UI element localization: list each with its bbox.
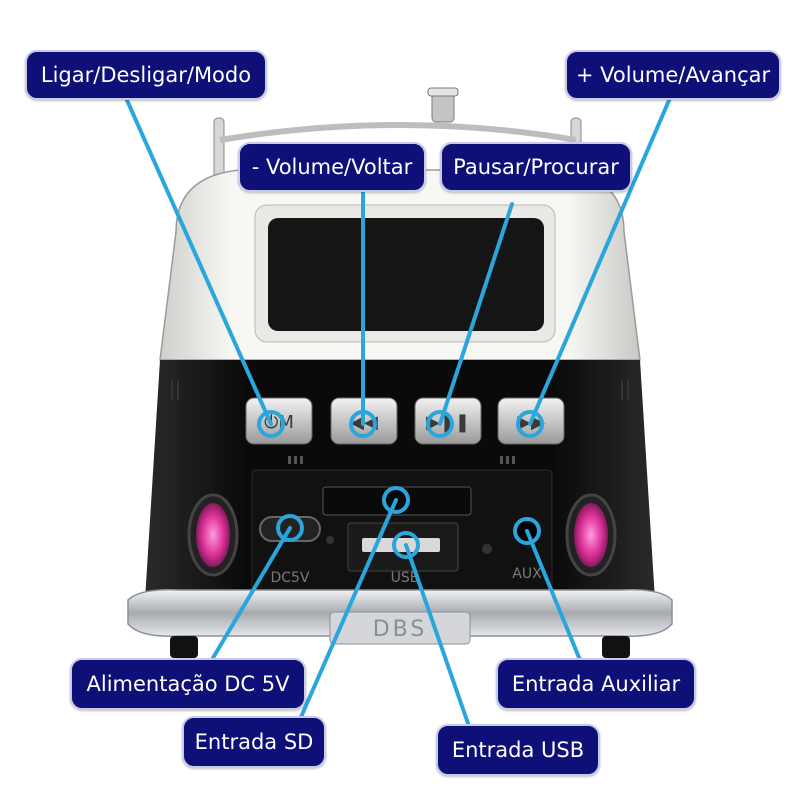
leader-sd xyxy=(299,498,398,719)
port-mark-aux: AUX xyxy=(512,566,542,582)
wheel-right xyxy=(602,636,630,658)
vent-ticks xyxy=(288,456,515,464)
tail-light-left xyxy=(196,503,230,567)
side-grille xyxy=(171,380,629,400)
port-mark-usb: USB xyxy=(391,570,420,586)
target-ring-power xyxy=(257,410,285,438)
target-ring-usb xyxy=(392,531,420,559)
leader-volume-up xyxy=(528,96,672,426)
leader-usb xyxy=(404,543,473,734)
brand-plate: DBS xyxy=(373,617,428,642)
tail-light-right xyxy=(574,503,608,567)
target-ring-prev xyxy=(349,410,377,438)
usb-slot xyxy=(362,538,440,552)
button-glyph-power: ⏻M xyxy=(264,412,294,433)
target-ring-pause xyxy=(426,410,454,438)
target-ring-aux xyxy=(513,517,541,545)
target-ring-dc xyxy=(276,514,304,542)
callout-power-mode: Ligar/Desligar/Modo xyxy=(25,50,267,100)
callout-power-dc: Alimentação DC 5V xyxy=(70,658,306,710)
rear-window xyxy=(268,218,544,331)
leader-power-mode xyxy=(124,96,273,426)
leader-power-dc xyxy=(208,526,292,665)
leader-aux xyxy=(525,529,582,662)
callout-usb-input: Entrada USB xyxy=(436,724,600,776)
callout-pause-search: Pausar/Procurar xyxy=(440,142,632,192)
callout-volume-down-back: - Volume/Voltar xyxy=(238,142,426,192)
leader-pause xyxy=(438,202,514,426)
button-glyph-pause: ▶❚❚ xyxy=(426,412,470,433)
target-ring-next xyxy=(516,410,544,438)
wheel-left xyxy=(170,636,198,658)
callout-sd-input: Entrada SD xyxy=(182,716,326,768)
callout-aux-input: Entrada Auxiliar xyxy=(496,658,696,710)
port-mark-dc: DC5V xyxy=(270,570,309,586)
callout-volume-up-forward: + Volume/Avançar xyxy=(565,50,781,100)
target-ring-sd xyxy=(382,486,410,514)
